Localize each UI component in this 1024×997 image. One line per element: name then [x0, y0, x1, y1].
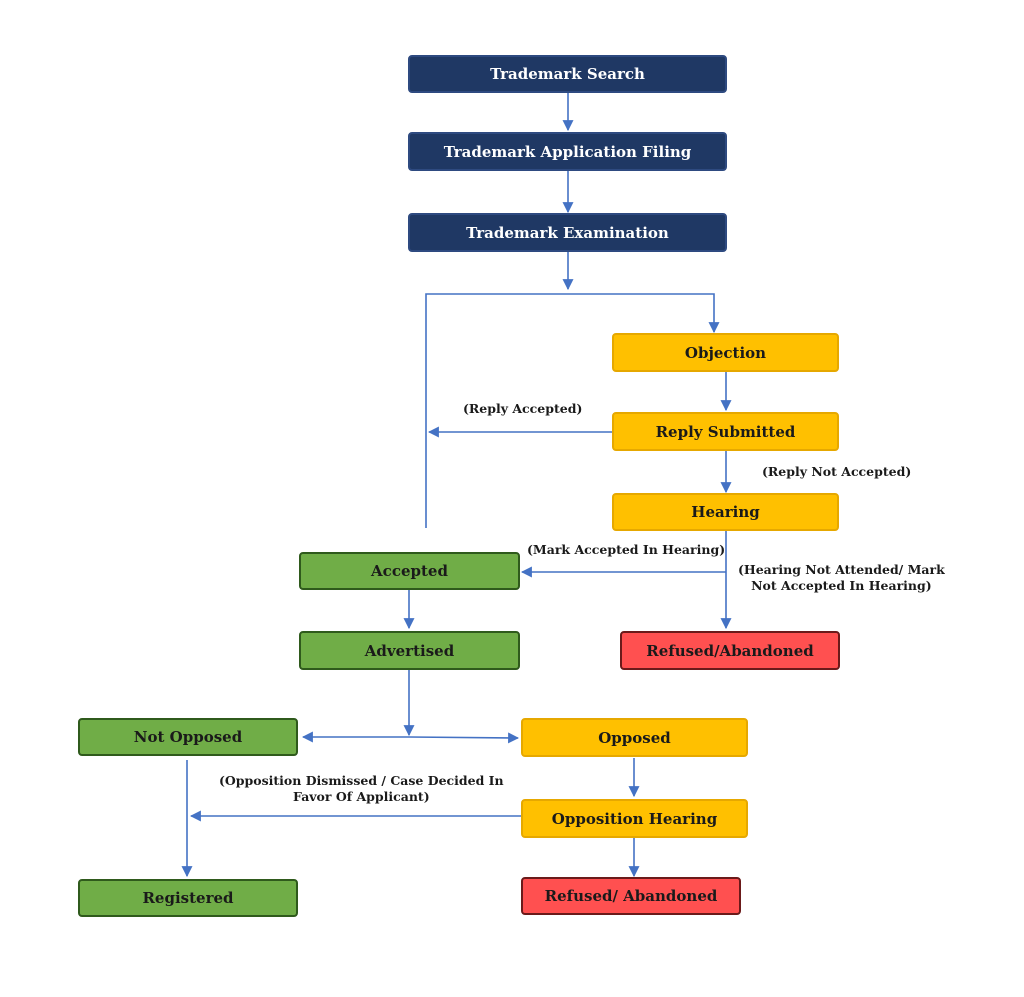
label-mark-accepted-hearing: (Mark Accepted In Hearing): [527, 542, 726, 557]
node-refused-abandoned-1: Refused/Abandoned: [620, 631, 840, 670]
label-hearing-not-attended-line1: (Hearing Not Attended/ Mark: [738, 562, 945, 577]
node-refused-abandoned-2: Refused/ Abandoned: [521, 877, 741, 915]
node-trademark-search: Trademark Search: [408, 55, 727, 93]
node-registered: Registered: [78, 879, 298, 917]
node-not-opposed: Not Opposed: [78, 718, 298, 756]
label-hearing-not-attended: (Hearing Not Attended/ Mark Not Accepted…: [738, 562, 945, 594]
node-advertised: Advertised: [299, 631, 520, 670]
label-opposition-dismissed-line2: Favor Of Applicant): [293, 789, 430, 804]
node-accepted: Accepted: [299, 552, 520, 590]
split-line: [425, 293, 720, 528]
node-objection: Objection: [612, 333, 839, 372]
node-opposed: Opposed: [521, 718, 748, 757]
node-reply-submitted: Reply Submitted: [612, 412, 839, 451]
label-reply-not-accepted: (Reply Not Accepted): [762, 464, 912, 479]
label-reply-accepted: (Reply Accepted): [463, 401, 583, 416]
node-opposition-hearing: Opposition Hearing: [521, 799, 748, 838]
node-application-filing: Trademark Application Filing: [408, 132, 727, 171]
label-opposition-dismissed: (Opposition Dismissed / Case Decided In …: [219, 773, 504, 805]
node-examination: Trademark Examination: [408, 213, 727, 252]
label-hearing-not-attended-line2: Not Accepted In Hearing): [751, 578, 932, 593]
node-hearing: Hearing: [612, 493, 839, 531]
label-opposition-dismissed-line1: (Opposition Dismissed / Case Decided In: [219, 773, 504, 788]
arrow-to-opposed: [408, 732, 520, 744]
